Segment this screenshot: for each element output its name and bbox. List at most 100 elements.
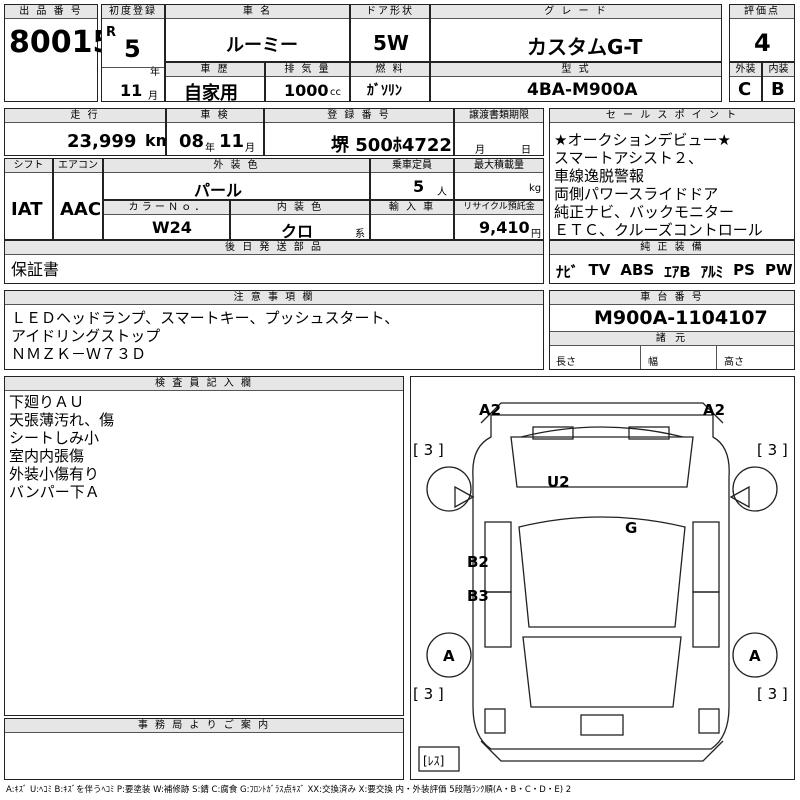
car-diagram-box: A2 A2 U2 G B2 B3 A A [ 3 ] [ 3 ] [ 3 ] […: [410, 376, 795, 780]
transfer-label: 譲渡書類期限: [455, 109, 543, 123]
capacity-unit: 人: [437, 187, 447, 198]
notes-label: 注 意 事 項 欄: [5, 291, 543, 305]
fuel-box: 燃 料 ｶﾞｿﾘﾝ: [350, 62, 430, 102]
office-label: 事 務 局 よ り ご 案 内: [5, 719, 403, 733]
inspection-box: 車 検 08 年 11 月: [166, 108, 264, 156]
spare-tire-box: [418, 746, 460, 772]
sales-point-line: 車線逸脱警報: [554, 167, 645, 185]
inspector-line: 天張薄汚れ、傷: [9, 411, 115, 429]
color-no: W24: [152, 218, 192, 237]
hood: [510, 436, 694, 488]
fuel: ｶﾞｿﾘﾝ: [367, 83, 402, 99]
history: 自家用: [184, 83, 238, 104]
sales-point-line: 純正ナビ、バックモニター: [554, 203, 735, 221]
inspector-line: バンパー下Ａ: [9, 483, 100, 501]
later-parts: 保証書: [11, 260, 60, 279]
plate-label: 登 録 番 号: [265, 109, 453, 123]
grade: カスタムG-T: [527, 35, 643, 59]
model: 4BA-M900A: [527, 80, 638, 100]
chassis-label: 車 台 番 号: [550, 291, 794, 305]
door-rear-left: [484, 591, 512, 648]
inspector-line: 下廻りＡＵ: [9, 393, 85, 411]
ac-box: エアコン AAC: [53, 158, 103, 240]
model-box: 型 式 4BA-M900A: [430, 62, 722, 102]
width-label: 幅: [648, 357, 658, 368]
inspector-line: 室内内張傷: [9, 447, 85, 465]
inspector-line: 外装小傷有り: [9, 465, 100, 483]
damage-mark-a2-right: A2: [703, 401, 725, 419]
plate-box: 登 録 番 号 堺 500ﾎ4722: [264, 108, 454, 156]
first-registration-box: 初度登録 R 5 年 11 月: [101, 4, 165, 102]
interior-box: 内装 B: [762, 62, 795, 102]
plate-number: 堺 500ﾎ4722: [331, 135, 452, 156]
wheel-front-left: [426, 466, 472, 512]
sales-point-line: スマートアシスト２、: [554, 149, 703, 167]
load-box: 最大積載量 kg: [454, 158, 544, 200]
first-registration-label: 初度登録: [102, 5, 164, 19]
equipment-ps: PS: [733, 261, 755, 279]
inspector-box: 検 査 員 記 入 欄 下廻りＡＵ 天張薄汚れ、傷 シートしみ小 室内内張傷 外…: [4, 376, 404, 716]
ext-color: パール: [194, 181, 243, 200]
recycle-unit: 円: [531, 229, 541, 240]
color-no-box: カ ラ ー Ｎ ｏ ． W24: [103, 200, 230, 240]
notes-line: ＮＭＺＫ－Ｗ７３Ｄ: [11, 345, 147, 363]
rear-plate: [580, 714, 624, 736]
sales-point-line: 両側パワースライドドア: [554, 185, 719, 203]
door-label: ドア形状: [351, 5, 429, 19]
inspection-month-unit: 月: [245, 143, 255, 154]
grade-label: グ レ ー ド: [431, 5, 721, 19]
wiper-right: [628, 426, 670, 440]
door-type: 5W: [373, 31, 409, 55]
exterior-label: 外装: [730, 63, 761, 77]
reg-month-unit: 月: [148, 91, 158, 102]
tire-mark-front-left: [ 3 ]: [413, 441, 444, 459]
model-label: 型 式: [431, 63, 721, 77]
notes-line: ＬＥＤヘッドランプ、スマートキー、プッシュスタート、: [11, 309, 400, 327]
import-box: 輸 入 車: [370, 200, 454, 240]
score-box: 評価点 4: [729, 4, 795, 62]
int-color-label: 内 装 色: [231, 201, 369, 215]
wiper-left: [532, 426, 574, 440]
tire-mark-front-right: [ 3 ]: [757, 441, 788, 459]
length-label: 長さ: [556, 357, 576, 368]
inspection-label: 車 検: [167, 109, 263, 123]
roof: [518, 516, 686, 628]
door-box: ドア形状 5W: [350, 4, 430, 62]
chassis-number: M900A-1104107: [594, 307, 768, 329]
recycle-box: リサイクル預託金 9,410 円: [454, 200, 544, 240]
damage-mark-a-right: A: [749, 647, 761, 665]
inspector-line: シートしみ小: [9, 429, 100, 447]
notes-line: アイドリングストップ: [11, 327, 161, 345]
notes-box: 注 意 事 項 欄 ＬＥＤヘッドランプ、スマートキー、プッシュスタート、 アイド…: [4, 290, 544, 370]
door-front-left: [484, 521, 512, 593]
reg-year-unit: 年: [150, 67, 160, 78]
rear-lamp-right: [698, 708, 720, 734]
sales-points-label: セ ー ル ス ポ イ ン ト: [550, 109, 794, 123]
inspection-month: 11: [219, 131, 245, 152]
capacity-box: 乗車定員 5 人: [370, 158, 454, 200]
exterior-box: 外装 C: [729, 62, 762, 102]
capacity-label: 乗車定員: [371, 159, 453, 173]
equipment-alloy: ｱﾙﾐ: [700, 263, 724, 281]
ac: AAC: [60, 199, 102, 220]
load-unit: kg: [529, 183, 542, 194]
car-name: ルーミー: [226, 35, 298, 56]
chassis-box: 車 台 番 号 M900A-1104107 諸 元 長さ 幅 高さ: [549, 290, 795, 370]
mileage-box: 走 行 23,999 km: [4, 108, 172, 156]
mileage-label: 走 行: [5, 109, 165, 123]
ext-color-box: 外 装 色 パール: [103, 158, 370, 200]
lot-number-label: 出 品 番 号: [5, 5, 97, 19]
color-no-label: カ ラ ー Ｎ ｏ ．: [104, 201, 229, 215]
equipment-navi: ﾅﾋﾞ: [556, 263, 579, 281]
door-rear-right: [692, 591, 720, 648]
displacement-unit: cc: [330, 87, 341, 98]
inspection-year-unit: 年: [205, 143, 215, 154]
sales-points-box: セ ー ル ス ポ イ ン ト ★オークションデビュー★ スマートアシスト２、 …: [549, 108, 795, 240]
dims-label: 諸 元: [550, 331, 794, 346]
equipment-tv: TV: [588, 261, 611, 279]
rear-window: [522, 636, 682, 708]
wheel-front-right: [732, 466, 778, 512]
lot-number-box: 出 品 番 号 80015: [4, 4, 113, 102]
equipment-pw: PW: [764, 261, 793, 279]
damage-mark-a-left: A: [443, 647, 455, 665]
